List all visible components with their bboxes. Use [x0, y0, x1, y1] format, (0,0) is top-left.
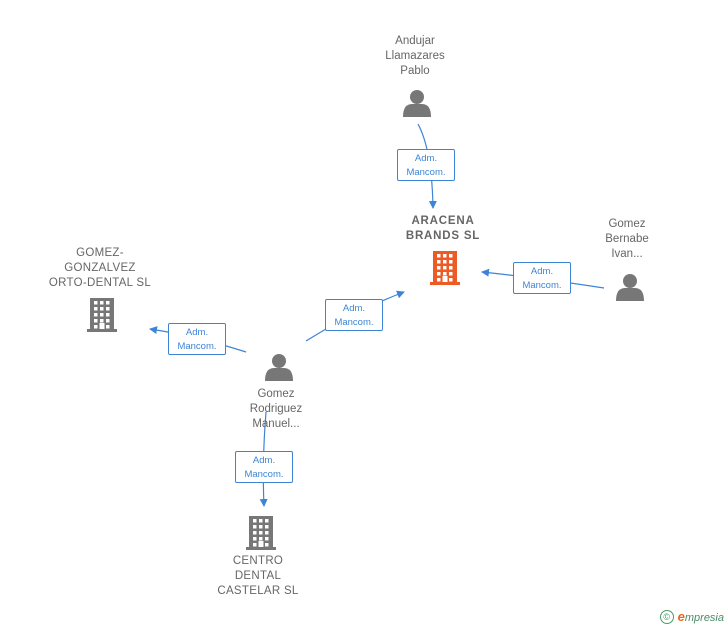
- andujar-label-line: Llamazares: [385, 50, 445, 62]
- edge-label-bernabe-to-aracena[interactable]: Adm. Mancom.: [513, 262, 571, 294]
- edge-label-rodriguez-to-gonzalvez[interactable]: Adm. Mancom.: [168, 323, 226, 355]
- rodriguez-label-line: Manuel...: [252, 418, 300, 430]
- castelar-label[interactable]: CENTRO DENTAL CASTELAR SL: [217, 554, 298, 599]
- edge-label-text: Mancom.: [522, 280, 562, 291]
- copyright-icon: ©: [659, 609, 674, 624]
- edge-label-text: Adm.: [342, 303, 366, 314]
- edge-label-text: Adm.: [185, 327, 209, 338]
- edge-label-text: Adm.: [252, 455, 276, 466]
- bernabe-person-icon[interactable]: [616, 274, 644, 301]
- brand-logo-e: e: [677, 609, 685, 624]
- gonzalvez-label-line: GOMEZ-: [76, 247, 124, 259]
- gonzalvez-label[interactable]: GOMEZ- GONZALVEZ ORTO-DENTAL SL: [49, 246, 151, 291]
- brand-name: mpresia: [684, 612, 724, 624]
- edge-label-text: Mancom.: [334, 317, 374, 328]
- castelar-label-line: CASTELAR SL: [217, 585, 299, 597]
- edge-label-text: Adm.: [530, 266, 554, 277]
- aracena-label[interactable]: ARACENA BRANDS SL: [406, 214, 480, 244]
- edge-label-rodriguez-to-aracena[interactable]: Adm. Mancom.: [325, 299, 383, 331]
- rodriguez-label-line: Gomez: [257, 388, 295, 400]
- castelar-label-line: CENTRO: [232, 555, 284, 567]
- aracena-label-line: ARACENA: [411, 215, 475, 227]
- gonzalvez-label-line: ORTO-DENTAL SL: [48, 277, 152, 289]
- edge-label-text: Mancom.: [244, 469, 284, 480]
- andujar-person-icon[interactable]: [403, 90, 431, 117]
- castelar-label-line: DENTAL: [234, 570, 282, 582]
- castelar-building-icon[interactable]: [246, 516, 276, 550]
- aracena-label-line: BRANDS SL: [405, 230, 481, 242]
- bernabe-label-line: Ivan...: [611, 248, 643, 260]
- edge-label-text: Mancom.: [406, 167, 446, 178]
- rodriguez-person-icon[interactable]: [265, 354, 293, 381]
- brand-watermark: © empresia: [659, 609, 724, 624]
- andujar-label-line: Pablo: [400, 65, 430, 77]
- bernabe-label-line: Bernabe: [605, 233, 649, 245]
- aracena-building-icon[interactable]: [430, 251, 460, 285]
- gonzalvez-building-icon[interactable]: [87, 298, 117, 332]
- edge-label-text: Mancom.: [177, 341, 217, 352]
- edge-label-rodriguez-to-castelar[interactable]: Adm. Mancom.: [235, 451, 293, 483]
- edge-label-text: Adm.: [414, 153, 438, 164]
- andujar-label-line: Andujar: [395, 35, 435, 47]
- gonzalvez-label-line: GONZALVEZ: [64, 262, 136, 274]
- bernabe-label-line: Gomez: [608, 218, 646, 230]
- rodriguez-label-line: Rodriguez: [249, 403, 303, 415]
- edge-label-andujar-to-aracena[interactable]: Adm. Mancom.: [397, 149, 455, 181]
